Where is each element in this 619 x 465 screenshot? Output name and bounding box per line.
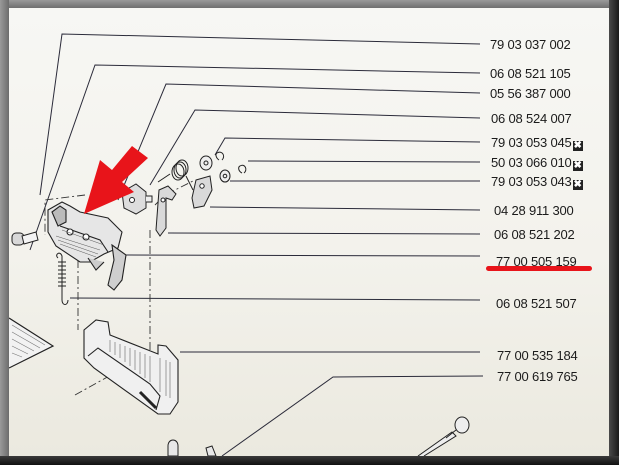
exploded-diagram	[9, 33, 484, 456]
part-label-8: 04 28 911 300	[494, 204, 574, 218]
replacement-marker-icon: ✖	[572, 160, 583, 171]
part-label-10-highlighted: 77 00 505 159	[496, 255, 577, 269]
latch-body-part	[47, 201, 127, 291]
frame-bevel-top	[0, 0, 619, 8]
part-number: 77 00 535 184	[497, 348, 578, 363]
torsion-spring-part	[157, 159, 194, 191]
part-number: 05 56 387 000	[490, 86, 571, 101]
replacement-marker-icon: ✖	[572, 140, 583, 151]
part-number: 79 03 053 045	[491, 135, 572, 150]
part-number: 79 03 053 043	[491, 174, 572, 189]
part-number: 77 00 619 765	[497, 369, 578, 384]
frame-bevel-right	[609, 0, 619, 465]
part-label-3: 05 56 387 000	[490, 87, 571, 101]
part-label-11: 06 08 521 507	[496, 297, 577, 311]
part-label-12: 77 00 535 184	[497, 349, 578, 363]
red-arrow-icon	[84, 146, 148, 214]
rod-part	[417, 416, 470, 456]
catalog-page: 79 03 037 002 06 08 521 105 05 56 387 00…	[9, 8, 609, 456]
part-number: 06 08 521 202	[494, 227, 575, 242]
part-label-13: 77 00 619 765	[497, 370, 578, 384]
frame-bevel-left	[0, 0, 9, 465]
part-number: 06 08 521 105	[490, 66, 571, 81]
part-number: 04 28 911 300	[494, 203, 574, 218]
part-number: 50 03 066 010	[491, 155, 572, 170]
red-underline-highlight	[486, 266, 592, 271]
lever-part	[155, 175, 213, 237]
part-label-5: 79 03 053 045✖	[491, 136, 583, 151]
bracket-part	[83, 319, 179, 415]
pin-part	[11, 231, 39, 246]
frame-bevel-bottom	[0, 456, 619, 465]
part-number: 79 03 037 002	[490, 37, 571, 52]
leader-line-1	[39, 33, 481, 196]
bottom-clips-part	[167, 439, 217, 456]
part-label-9: 06 08 521 202	[494, 228, 575, 242]
part-number: 77 00 505 159	[496, 254, 577, 269]
washers-part	[199, 151, 247, 183]
tension-spring-part	[56, 252, 69, 305]
part-label-4: 06 08 524 007	[491, 112, 572, 126]
part-number: 06 08 521 507	[496, 296, 577, 311]
replacement-marker-icon: ✖	[572, 179, 583, 190]
part-label-2: 06 08 521 105	[490, 67, 571, 81]
tray-part	[9, 317, 55, 369]
part-label-6: 50 03 066 010✖	[491, 156, 583, 171]
part-label-7: 79 03 053 043✖	[491, 175, 583, 190]
part-number: 06 08 524 007	[491, 111, 572, 126]
part-label-1: 79 03 037 002	[490, 38, 571, 52]
